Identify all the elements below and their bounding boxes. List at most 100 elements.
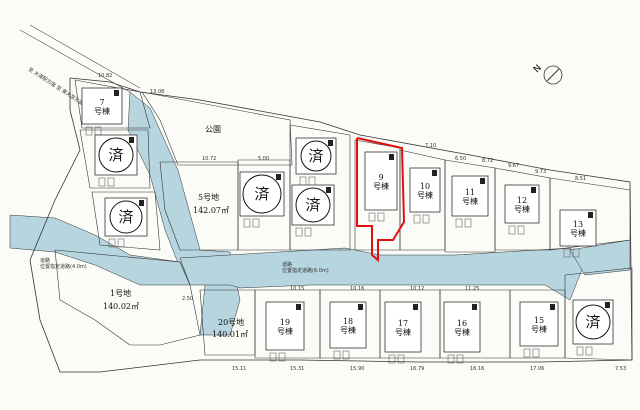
compass-label: N [532,63,544,75]
dimension-label: 15.90 [350,366,364,372]
parking-slot [278,352,286,362]
dimension-label: 10.82 [98,73,112,79]
house-6[interactable]: 済 [104,197,148,248]
parking-slot [85,126,93,136]
dimension-label: 9.67 [508,163,519,169]
dimension-label: 8.51 [575,176,586,182]
house-18-entry [358,304,363,310]
house-8[interactable]: 済 [94,134,138,187]
house-5-entry [276,174,281,180]
top-road-note: 至 大道駅方面 至 東大宮方面 [27,66,85,107]
dimension-label: 7.53 [615,366,626,372]
dimension-label: 6.50 [455,156,466,162]
lot-1-name: 1号地 [110,288,131,298]
dimension-label: 10.72 [202,156,216,162]
dimension-label: 10.12 [410,286,424,292]
house-16-building [443,301,481,353]
dimension-label: 16.79 [410,366,424,372]
lot-20-area: 140.01㎡ [212,330,248,339]
main-road [179,247,586,301]
main-road-label-line2: 位置指定道路(6.0m) [282,267,329,274]
house-6-entry [139,200,144,206]
dimension-label: 13.08 [150,89,164,95]
house-14-entry [605,302,610,308]
house-8-entry [129,137,134,143]
compass: N [532,63,563,85]
parking-slot [576,346,584,356]
right-road-spur [569,239,631,276]
parking-slot [464,218,472,228]
sold-mark: 済 [305,196,320,214]
parking-slot [456,354,464,364]
lot-lines [54,79,633,361]
sold-mark: 済 [308,147,323,165]
dimension-label: 2.50 [182,296,193,302]
house-16-entry [472,304,477,310]
parking-slot [585,346,593,356]
dimension-label: 10.16 [350,286,364,292]
sold-mark: 済 [254,185,269,203]
parking-slot [413,214,421,224]
west-road-label-line2: 位置指定道路(4.0m) [40,263,87,270]
house-14[interactable]: 済 [572,299,614,356]
compass-needle [546,68,560,82]
house-19-entry [296,304,301,310]
house-9-building [364,151,398,211]
main-road-label-line1: 道路 [282,261,292,268]
house-3[interactable]: 済 [295,137,337,186]
house-15-entry [550,304,555,310]
house-4[interactable]: 済 [291,184,335,237]
dimension-label: 16.16 [470,366,484,372]
top-road-edge [19,24,141,93]
house-12-entry [531,187,536,193]
parking-slot [532,348,540,358]
sold-mark-circle [109,200,143,234]
parking-slot [422,214,430,224]
parking-slot [117,238,125,248]
house-9-entry [389,154,394,160]
house-5[interactable]: 済 [239,171,285,228]
parking-slot [572,248,580,258]
house-13-entry [588,212,593,218]
lot-1: 1号地 140.02㎡ [103,288,139,311]
lot-20-name: 20号地 [218,317,244,327]
parking-slot [508,225,516,235]
sold-mark-circle [575,304,611,340]
sold-mark-circle [98,137,134,173]
dimension-label: 11.25 [465,286,479,292]
parking-slot [269,352,277,362]
sold-mark: 済 [108,146,123,164]
house-4-entry [326,187,331,193]
dimension-label: 9.73 [535,169,546,175]
dimension-label: 10.15 [290,286,304,292]
parking-slot [108,238,116,248]
parking-slot [243,218,251,228]
house-17-entry [413,304,418,310]
parking-slot [377,212,385,222]
parking-slot [98,177,106,187]
parking-slot [308,176,316,186]
dimension-label: 17.06 [530,366,544,372]
